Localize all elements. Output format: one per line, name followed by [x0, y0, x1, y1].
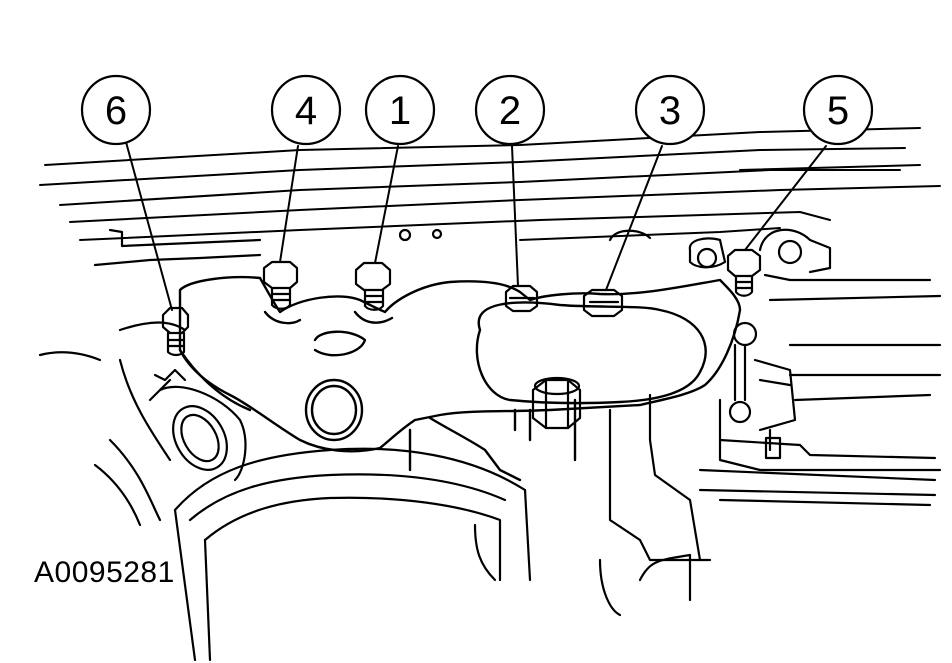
leader-6	[125, 141, 173, 311]
callout-leaders	[125, 141, 827, 311]
center-hex-nut	[531, 376, 582, 430]
callout-4-label: 4	[295, 89, 317, 133]
callout-6: 6	[80, 74, 152, 146]
leader-4	[279, 145, 299, 263]
callout-1-label: 1	[389, 89, 411, 133]
bolt-1	[354, 261, 392, 311]
engine-block-lower	[38, 321, 532, 662]
callout-4: 4	[270, 74, 342, 146]
callouts: 6 4 1 2 3 5	[80, 74, 874, 146]
bolt-2	[504, 284, 539, 313]
callout-1: 1	[364, 74, 436, 146]
leader-3	[605, 145, 663, 291]
exhaust-manifold	[178, 275, 742, 482]
bolt-6	[161, 306, 190, 357]
bolt-4	[262, 260, 299, 310]
callout-2-label: 2	[499, 89, 521, 133]
callout-2: 2	[474, 74, 546, 146]
cylinder-head-outline	[93, 228, 942, 377]
bolt-5	[726, 248, 762, 297]
callout-6-label: 6	[105, 89, 127, 133]
bolt-3	[582, 288, 624, 318]
leader-2	[511, 145, 519, 287]
callout-5-label: 5	[827, 89, 849, 133]
right-bracket-linkage	[598, 321, 942, 617]
leader-1	[374, 145, 399, 264]
manifold-bolts	[161, 248, 762, 357]
callout-3: 3	[634, 74, 706, 146]
callout-3-label: 3	[659, 89, 681, 133]
leader-5	[744, 145, 827, 251]
callout-5: 5	[802, 74, 874, 146]
cylinder-head-fins	[39, 127, 941, 241]
figure-id: A0095281	[34, 556, 175, 589]
